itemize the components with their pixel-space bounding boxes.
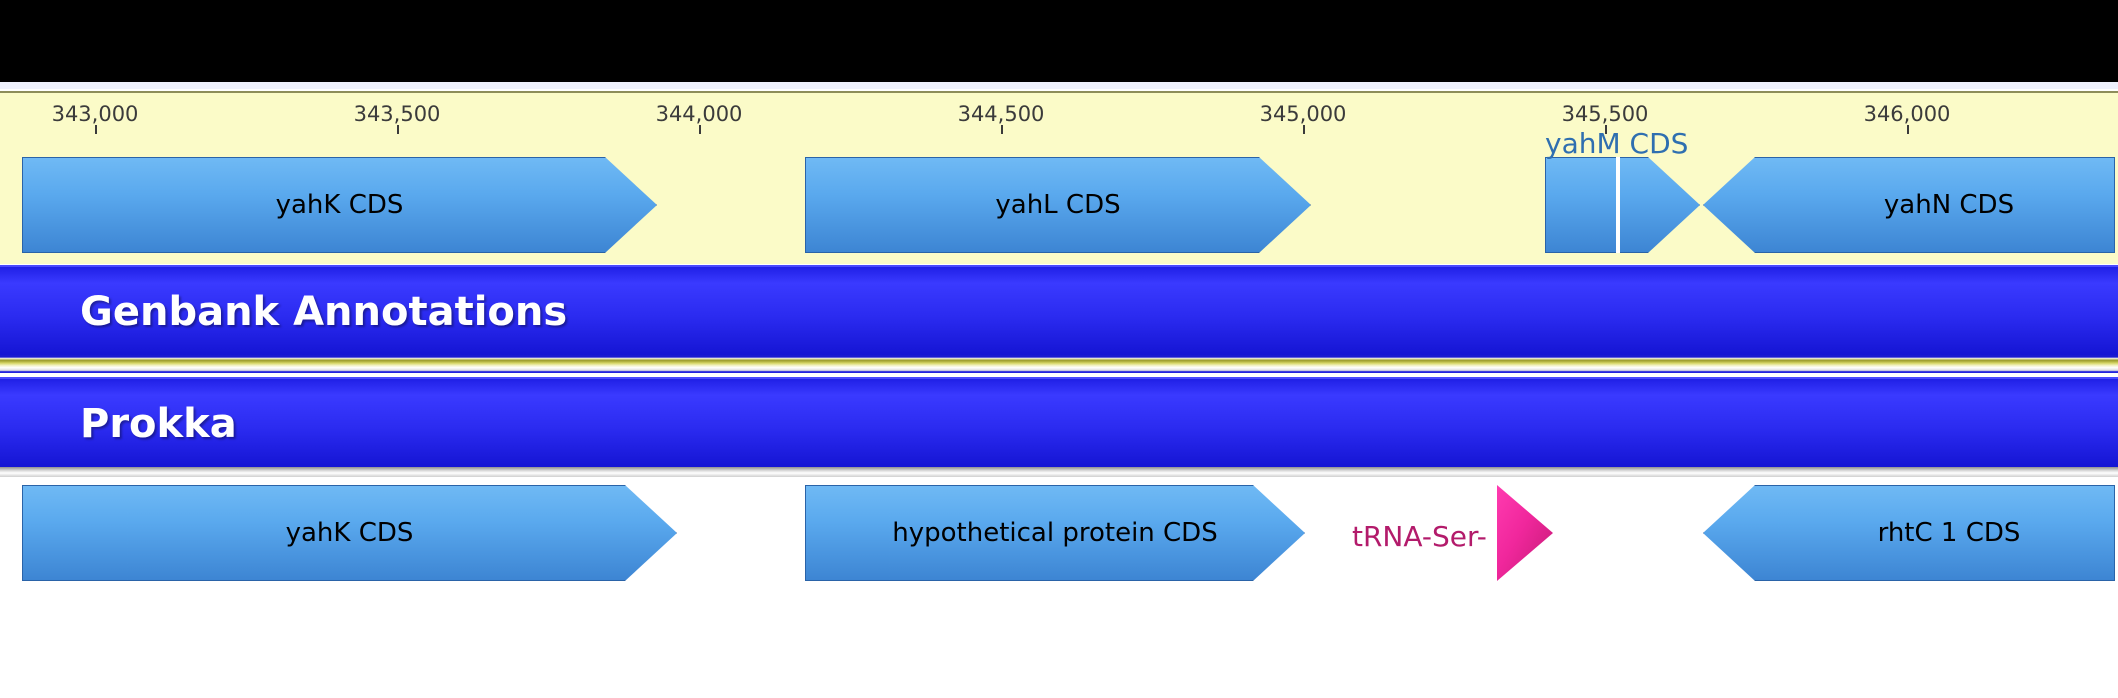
feature-arrow[interactable]: rhtC 1 CDS [1703,485,2115,581]
feature-trna[interactable] [1497,485,1553,581]
feature-arrow[interactable]: hypothetical protein CDS [805,485,1305,581]
feature-arrow[interactable]: yahN CDS [1703,157,2115,253]
track-header-genbank[interactable]: Genbank Annotations [0,265,2118,359]
feature-label-trna: tRNA-Ser- [1352,520,1487,553]
ruler-tick-label: 345,500 [1561,102,1649,126]
track-title-genbank: Genbank Annotations [80,289,568,335]
feature-arrow[interactable]: yahK CDS [22,157,657,253]
ruler-tick-label: 344,000 [655,102,743,126]
track-title-prokka: Prokka [80,401,237,447]
ruler-tick-label: 344,500 [957,102,1045,126]
feature-label: rhtC 1 CDS [1877,518,2021,548]
feature-intron-split [1616,157,1620,253]
ruler-tick-label: 345,000 [1259,102,1347,126]
feature-arrow[interactable]: yahL CDS [805,157,1311,253]
feature-label: hypothetical protein CDS [892,518,1218,548]
ruler-tick-mark [95,125,97,134]
feature-label-outside: yahM CDS [1545,127,1689,160]
feature-arrow[interactable] [1545,157,1700,253]
track-divider-olive [0,355,2118,373]
feature-label: yahK CDS [285,518,414,548]
ruler-tick-label: 346,000 [1863,102,1951,126]
ruler-panel[interactable]: 343,000 343,500 344,000 344,500 345,000 345,5… [0,91,2118,264]
ruler-tick-label: 343,000 [51,102,139,126]
ruler-tick-mark [1001,125,1003,134]
track-header-prokka[interactable]: Prokka [0,377,2118,471]
ruler-tick-mark [1303,125,1305,134]
ruler-tick-mark [699,125,701,134]
ruler-tick-mark [397,125,399,134]
track-divider-gray [0,467,2118,477]
top-lavender-strip [0,82,2118,89]
feature-label: yahL CDS [995,190,1121,220]
feature-arrow[interactable]: yahK CDS [22,485,677,581]
ruler-tick-label: 343,500 [353,102,441,126]
top-black-band [0,0,2118,82]
prokka-feature-track[interactable]: yahK CDS hypothetical protein CDS tRNA-Ser… [0,477,2118,698]
ruler-tick-mark [1907,125,1909,134]
ruler-tick-mark [1605,125,1607,134]
feature-label: yahK CDS [275,190,404,220]
feature-label: yahN CDS [1883,190,2015,220]
